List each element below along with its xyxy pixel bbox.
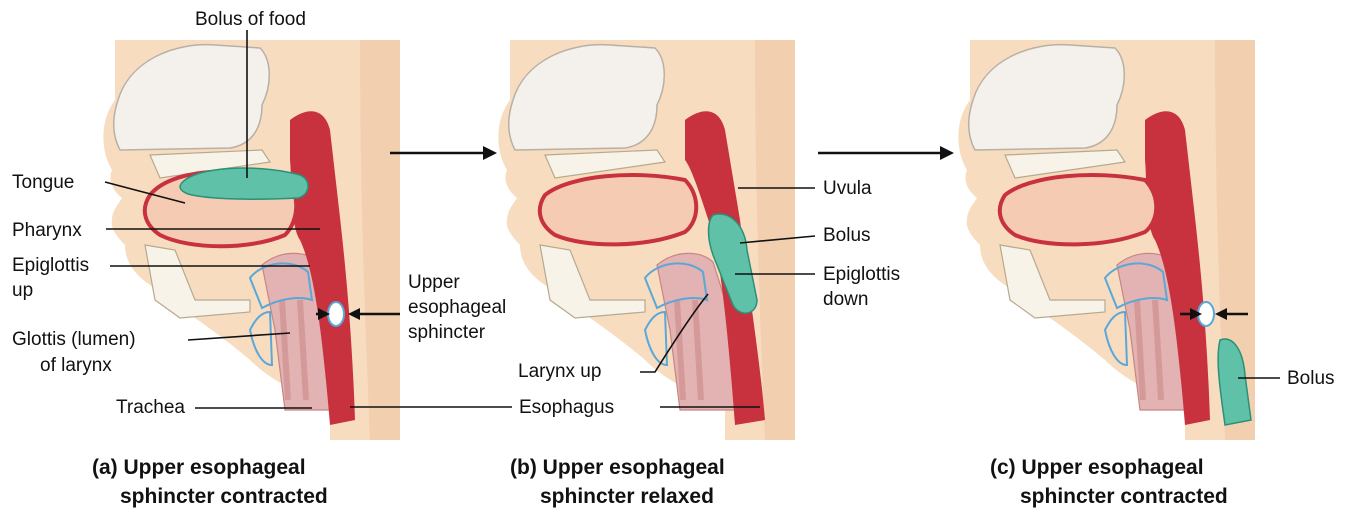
label-tongue: Tongue [12,172,74,193]
label-larynx-up: Larynx up [518,361,601,382]
panel-a [103,40,400,440]
label-ues-1: Upper [408,272,460,293]
label-epiglottis-up-2: up [12,280,33,301]
label-glottis-2: of larynx [40,355,112,376]
caption-a-line2: sphincter contracted [120,485,328,508]
label-glottis-1: Glottis (lumen) [12,329,136,350]
label-ues-3: sphincter [408,322,486,343]
label-ues-2: esophageal [408,297,506,318]
caption-c-line2: sphincter contracted [1020,485,1228,508]
bolus-shape [180,168,308,199]
tongue-shape [1000,175,1156,244]
panel-c [958,40,1255,440]
label-epiglottis-up-1: Epiglottis [12,255,89,276]
label-bolus-of-food: Bolus of food [195,9,306,30]
sequence-arrow-2 [818,146,954,160]
sequence-arrow-1 [390,146,497,160]
label-epiglottis-down-1: Epiglottis [823,264,900,285]
caption-c-line1: (c) Upper esophageal [990,456,1204,479]
sphincter-marker [328,302,344,326]
label-esophagus: Esophagus [519,397,614,418]
tongue-shape [540,175,696,244]
label-uvula: Uvula [823,178,872,199]
label-epiglottis-down-2: down [823,289,868,310]
caption-a-line1: (a) Upper esophageal [92,456,306,479]
label-bolus-b: Bolus [823,225,871,246]
label-bolus-c: Bolus [1287,368,1335,389]
caption-b-line2: sphincter relaxed [540,485,714,508]
label-trachea: Trachea [116,397,185,418]
caption-b-line1: (b) Upper esophageal [510,456,725,479]
captions: (a) Upper esophageal sphincter contracte… [92,456,1228,508]
label-pharynx: Pharynx [12,220,82,241]
